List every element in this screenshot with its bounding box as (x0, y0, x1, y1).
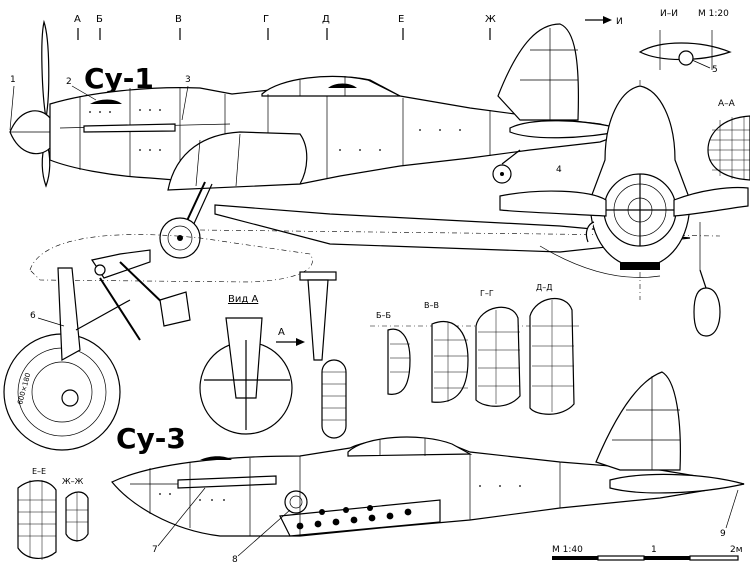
section-ii-scale: М 1:20 (698, 9, 729, 19)
sections-bvgd: Б–Б В–В Г–Г Д–Д (370, 283, 580, 415)
callout-6: 6 (30, 311, 36, 321)
section-ii-label: И–И (660, 9, 678, 19)
section-letter-zh: Ж (485, 14, 496, 25)
gear-bay-phantom (29, 234, 313, 283)
section-letter-a: А (74, 14, 81, 25)
su3-fuselage (111, 371, 745, 537)
section-zz-label: Ж–Ж (62, 477, 84, 486)
scale-mid-label: 1 (651, 545, 657, 555)
su1-rivets (89, 109, 461, 151)
section-ii: И–И М 1:20 (638, 9, 732, 70)
view-a: Вид А А (199, 294, 305, 435)
arrow-a-label: А (278, 327, 285, 338)
main-gear-detail: 600×180 (3, 249, 191, 451)
section-letter-g: Г (263, 14, 269, 25)
section-vv-label: В–В (424, 301, 439, 310)
section-bb-label: Б–Б (376, 311, 391, 320)
callouts: 1 2 3 4 5 6 7 8 9 (9, 59, 739, 565)
callout-4: 4 (556, 165, 562, 175)
callout-1: 1 (10, 75, 16, 85)
su3-rivets (159, 485, 521, 501)
section-letter-e: Е (398, 14, 404, 25)
section-dd-label: Д–Д (536, 283, 553, 292)
scale-bar: М 1:40 1 2м (552, 545, 743, 561)
front-view (499, 80, 749, 337)
section-ee-label: Е–Е (32, 467, 46, 476)
callout-8: 8 (232, 555, 238, 565)
section-aa-label: А–А (718, 99, 736, 109)
sections-ee-zz: Е–Е Ж–Ж (17, 467, 89, 560)
scale-end-label: 2м (730, 545, 743, 555)
section-markers-top: А Б В Г Д Е Ж И (74, 14, 623, 40)
su1-main-gear (159, 181, 213, 259)
section-letter-v: В (175, 14, 182, 25)
section-letter-b: Б (96, 14, 103, 25)
su1-fuselage (49, 23, 630, 191)
callout-9: 9 (720, 529, 726, 539)
callout-2: 2 (66, 77, 72, 87)
section-aa: А–А (707, 99, 750, 181)
view-a-label: Вид А (228, 294, 258, 305)
gear-strut-side (299, 271, 347, 439)
section-gg-label: Г–Г (480, 289, 494, 298)
title-su3: Су-3 (116, 422, 186, 455)
callout-5: 5 (712, 65, 718, 75)
callout-3: 3 (185, 75, 191, 85)
scale-label: М 1:40 (552, 545, 583, 555)
section-letter-d: Д (322, 14, 330, 25)
callout-7: 7 (152, 545, 158, 555)
section-letter-i: И (616, 17, 623, 27)
su1-propeller (9, 19, 51, 188)
